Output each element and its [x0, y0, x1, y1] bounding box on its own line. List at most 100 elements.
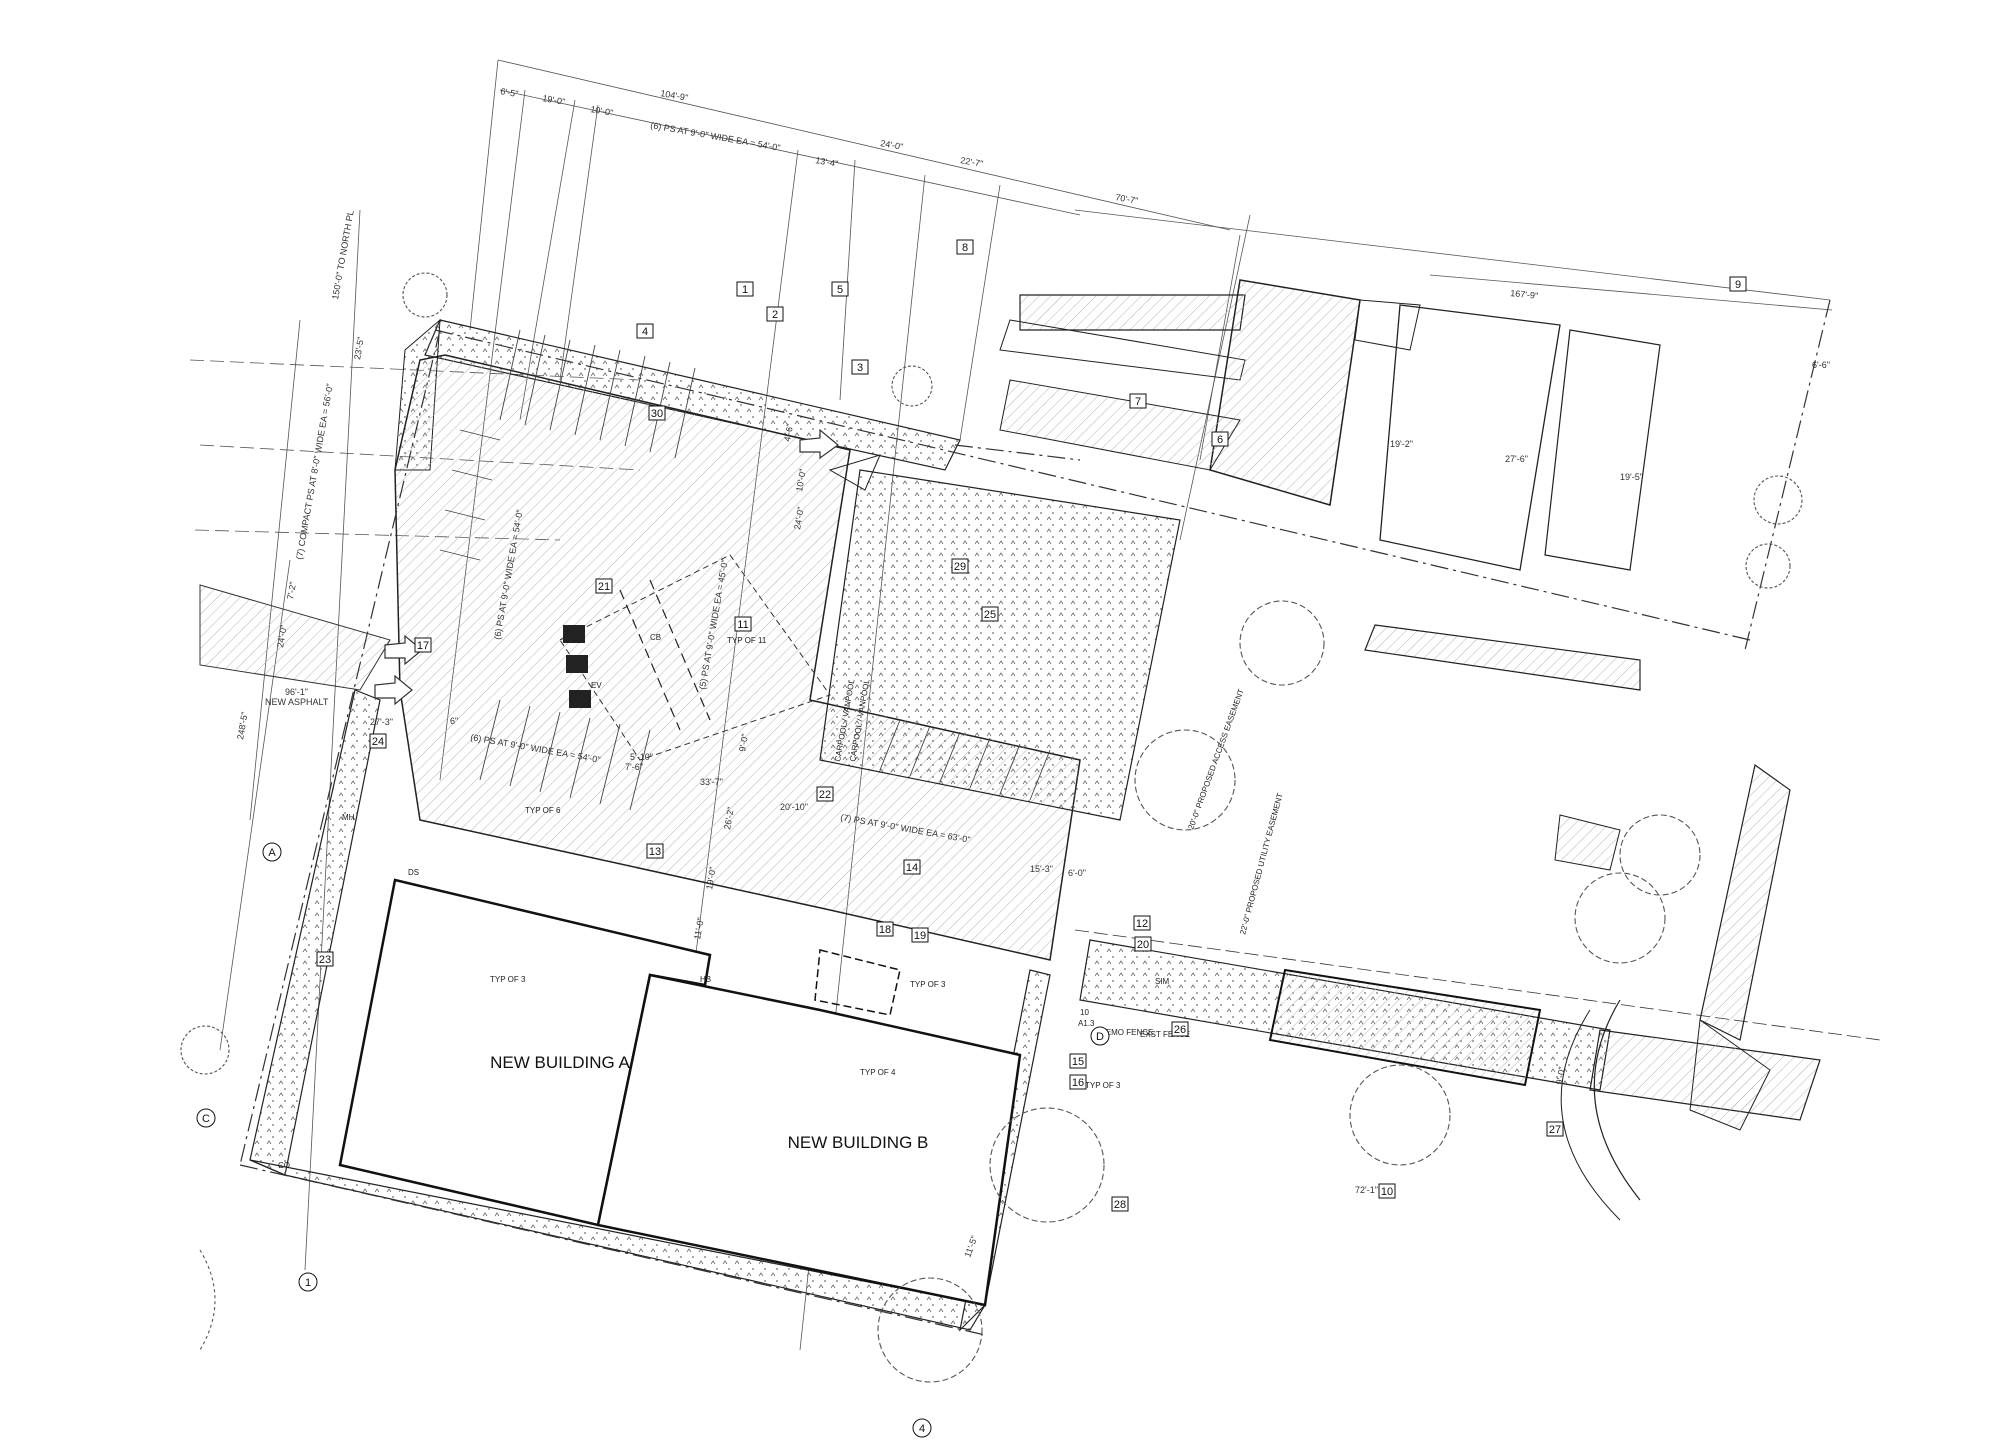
keynote-tag-number: 19 [914, 930, 926, 942]
property-lines [239, 299, 1831, 1336]
dim-ps-top: (6) PS AT 9'-0" WIDE EA = 54'-0" [650, 120, 782, 153]
keynote-tag: 30 [648, 405, 666, 421]
utility-easement-label: 22'-0" PROPOSED UTILITY EASEMENT [1238, 792, 1285, 935]
parking-stalls [439, 329, 1051, 811]
sheet-ref-label: A1.3 [1078, 1019, 1095, 1028]
grid-bubble: 1 [298, 1272, 318, 1292]
right-walkway [1560, 763, 1791, 1221]
keynote-tag: 3 [851, 359, 869, 375]
keynote-tag-number: 30 [651, 408, 663, 420]
grid-bubble-label: C [202, 1113, 210, 1125]
dim-d15: 27'-3" [370, 717, 393, 727]
tree-icon [199, 1249, 216, 1351]
grid-bubble: C [196, 1108, 216, 1128]
keynote-tag: 18 [876, 921, 894, 937]
dim-d4: 13'-4" [815, 155, 839, 169]
keynote-tag-number: 10 [1381, 1186, 1393, 1198]
tree-icon [402, 272, 448, 318]
keynote-tag: 14 [903, 859, 921, 875]
keynote-tag-number: 9 [1735, 279, 1741, 291]
building-a-label: NEW BUILDING A [490, 1053, 630, 1072]
keynote-tag-number: 23 [319, 954, 331, 966]
tree-icon [891, 365, 933, 407]
dim-d6: 22'-7" [960, 155, 984, 169]
grid-bubble-label: A [268, 847, 276, 859]
keynote-tag-number: 27 [1549, 1124, 1561, 1136]
ev-label: EV [591, 681, 602, 690]
tree-icon [1349, 1064, 1451, 1166]
dim-d19: 33'-7" [700, 777, 723, 787]
dim-d12: 24'-0" [275, 624, 289, 648]
dim-d17: 7'-6" [625, 762, 643, 772]
dim-d33: 72'-1" [1355, 1185, 1378, 1195]
keynote-tag: 15 [1069, 1053, 1087, 1069]
dim-d23: 26'-2" [722, 806, 736, 830]
keynote-tag: 20 [1134, 936, 1152, 952]
exst-fence-label: EXST FENCE [1140, 1030, 1190, 1039]
dim-d27: 4'-6" [782, 423, 795, 442]
keynote-tag-number: 4 [642, 326, 648, 338]
keynote-tag-number: 28 [1114, 1199, 1126, 1211]
grid-bubble-label: 1 [305, 1277, 311, 1289]
neighbor-buildings [999, 279, 1661, 871]
dim-d11: 7'-2" [285, 581, 298, 600]
dim-d14: 248'-5" [235, 711, 250, 740]
parking-lot [394, 354, 1181, 961]
trees [180, 272, 1803, 1383]
grid-bubble: D [1090, 1026, 1110, 1046]
typ-of-6-label: TYP OF 6 [525, 806, 561, 815]
tree-icon [1574, 872, 1666, 964]
dim-d28: 10'-0" [794, 468, 808, 492]
keynote-tag: 5 [831, 281, 849, 297]
keynote-tag: 7 [1129, 393, 1147, 409]
cb-label: CB [650, 633, 661, 642]
ds-label: DS [408, 868, 419, 877]
typ-of-11-label: TYP OF 11 [727, 636, 767, 645]
grid-bubble-label: 4 [919, 1423, 925, 1435]
typ-of-3a-label: TYP OF 3 [490, 975, 526, 984]
keynote-tag-number: 14 [906, 862, 918, 874]
tree-icon [989, 1107, 1105, 1223]
dim-d8: 167'-9" [1510, 288, 1539, 301]
sheet-num-label: 10 [1080, 1008, 1089, 1017]
keynote-tag-number: 17 [417, 640, 429, 652]
keynote-tag-number: 2 [772, 309, 778, 321]
keynote-tag: 19 [911, 927, 929, 943]
keynote-tag-number: 12 [1136, 918, 1148, 930]
dim-d16: 6" [450, 716, 458, 726]
dim-d1: 6'-5" [500, 86, 519, 99]
typ-of-3c-label: TYP OF 3 [1085, 1081, 1121, 1090]
dim-d20: 20'-10" [780, 802, 808, 812]
keynote-tag-number: 1 [742, 284, 748, 296]
dim-d5: 24'-0" [880, 138, 904, 152]
access-drive [1074, 929, 1881, 1121]
grid-bubble: 4 [912, 1418, 932, 1438]
dim-d32: 19'-5" [1620, 472, 1643, 482]
keynote-tag: 29 [951, 558, 969, 574]
keynote-tag-number: 24 [372, 736, 384, 748]
entry-road [199, 584, 391, 691]
keynote-tag: 24 [369, 733, 387, 749]
dim-d21: 15'-3" [1030, 864, 1053, 874]
dim-d31: 27'-6" [1505, 454, 1528, 464]
keynote-tag: 12 [1133, 915, 1151, 931]
keynote-tag: 25 [981, 606, 999, 622]
keynote-tag-number: 29 [954, 561, 966, 573]
co-label: CO [278, 1161, 290, 1170]
keynote-tag: 11 [734, 616, 752, 632]
dim-overall-top: 104'-9" [660, 88, 689, 103]
dim-d30: 19'-2" [1390, 439, 1413, 449]
dim-north-pl: 150'-0" TO NORTH PL [330, 210, 356, 301]
dim-new-asphalt: NEW ASPHALT [265, 697, 329, 707]
keynote-tag: 9 [1729, 276, 1747, 292]
tree-icon [877, 1277, 983, 1383]
typ-of-3b-label: TYP OF 3 [910, 980, 946, 989]
grid-bubble-label: D [1096, 1031, 1104, 1043]
dim-d3: 10'-0" [590, 104, 614, 118]
dim-d18: 5'-10" [630, 752, 653, 762]
keynote-tag: 16 [1069, 1074, 1087, 1090]
keynote-tag-number: 26 [1174, 1024, 1186, 1036]
hb-label: HB [700, 975, 711, 984]
keynote-tag-number: 3 [857, 362, 863, 374]
